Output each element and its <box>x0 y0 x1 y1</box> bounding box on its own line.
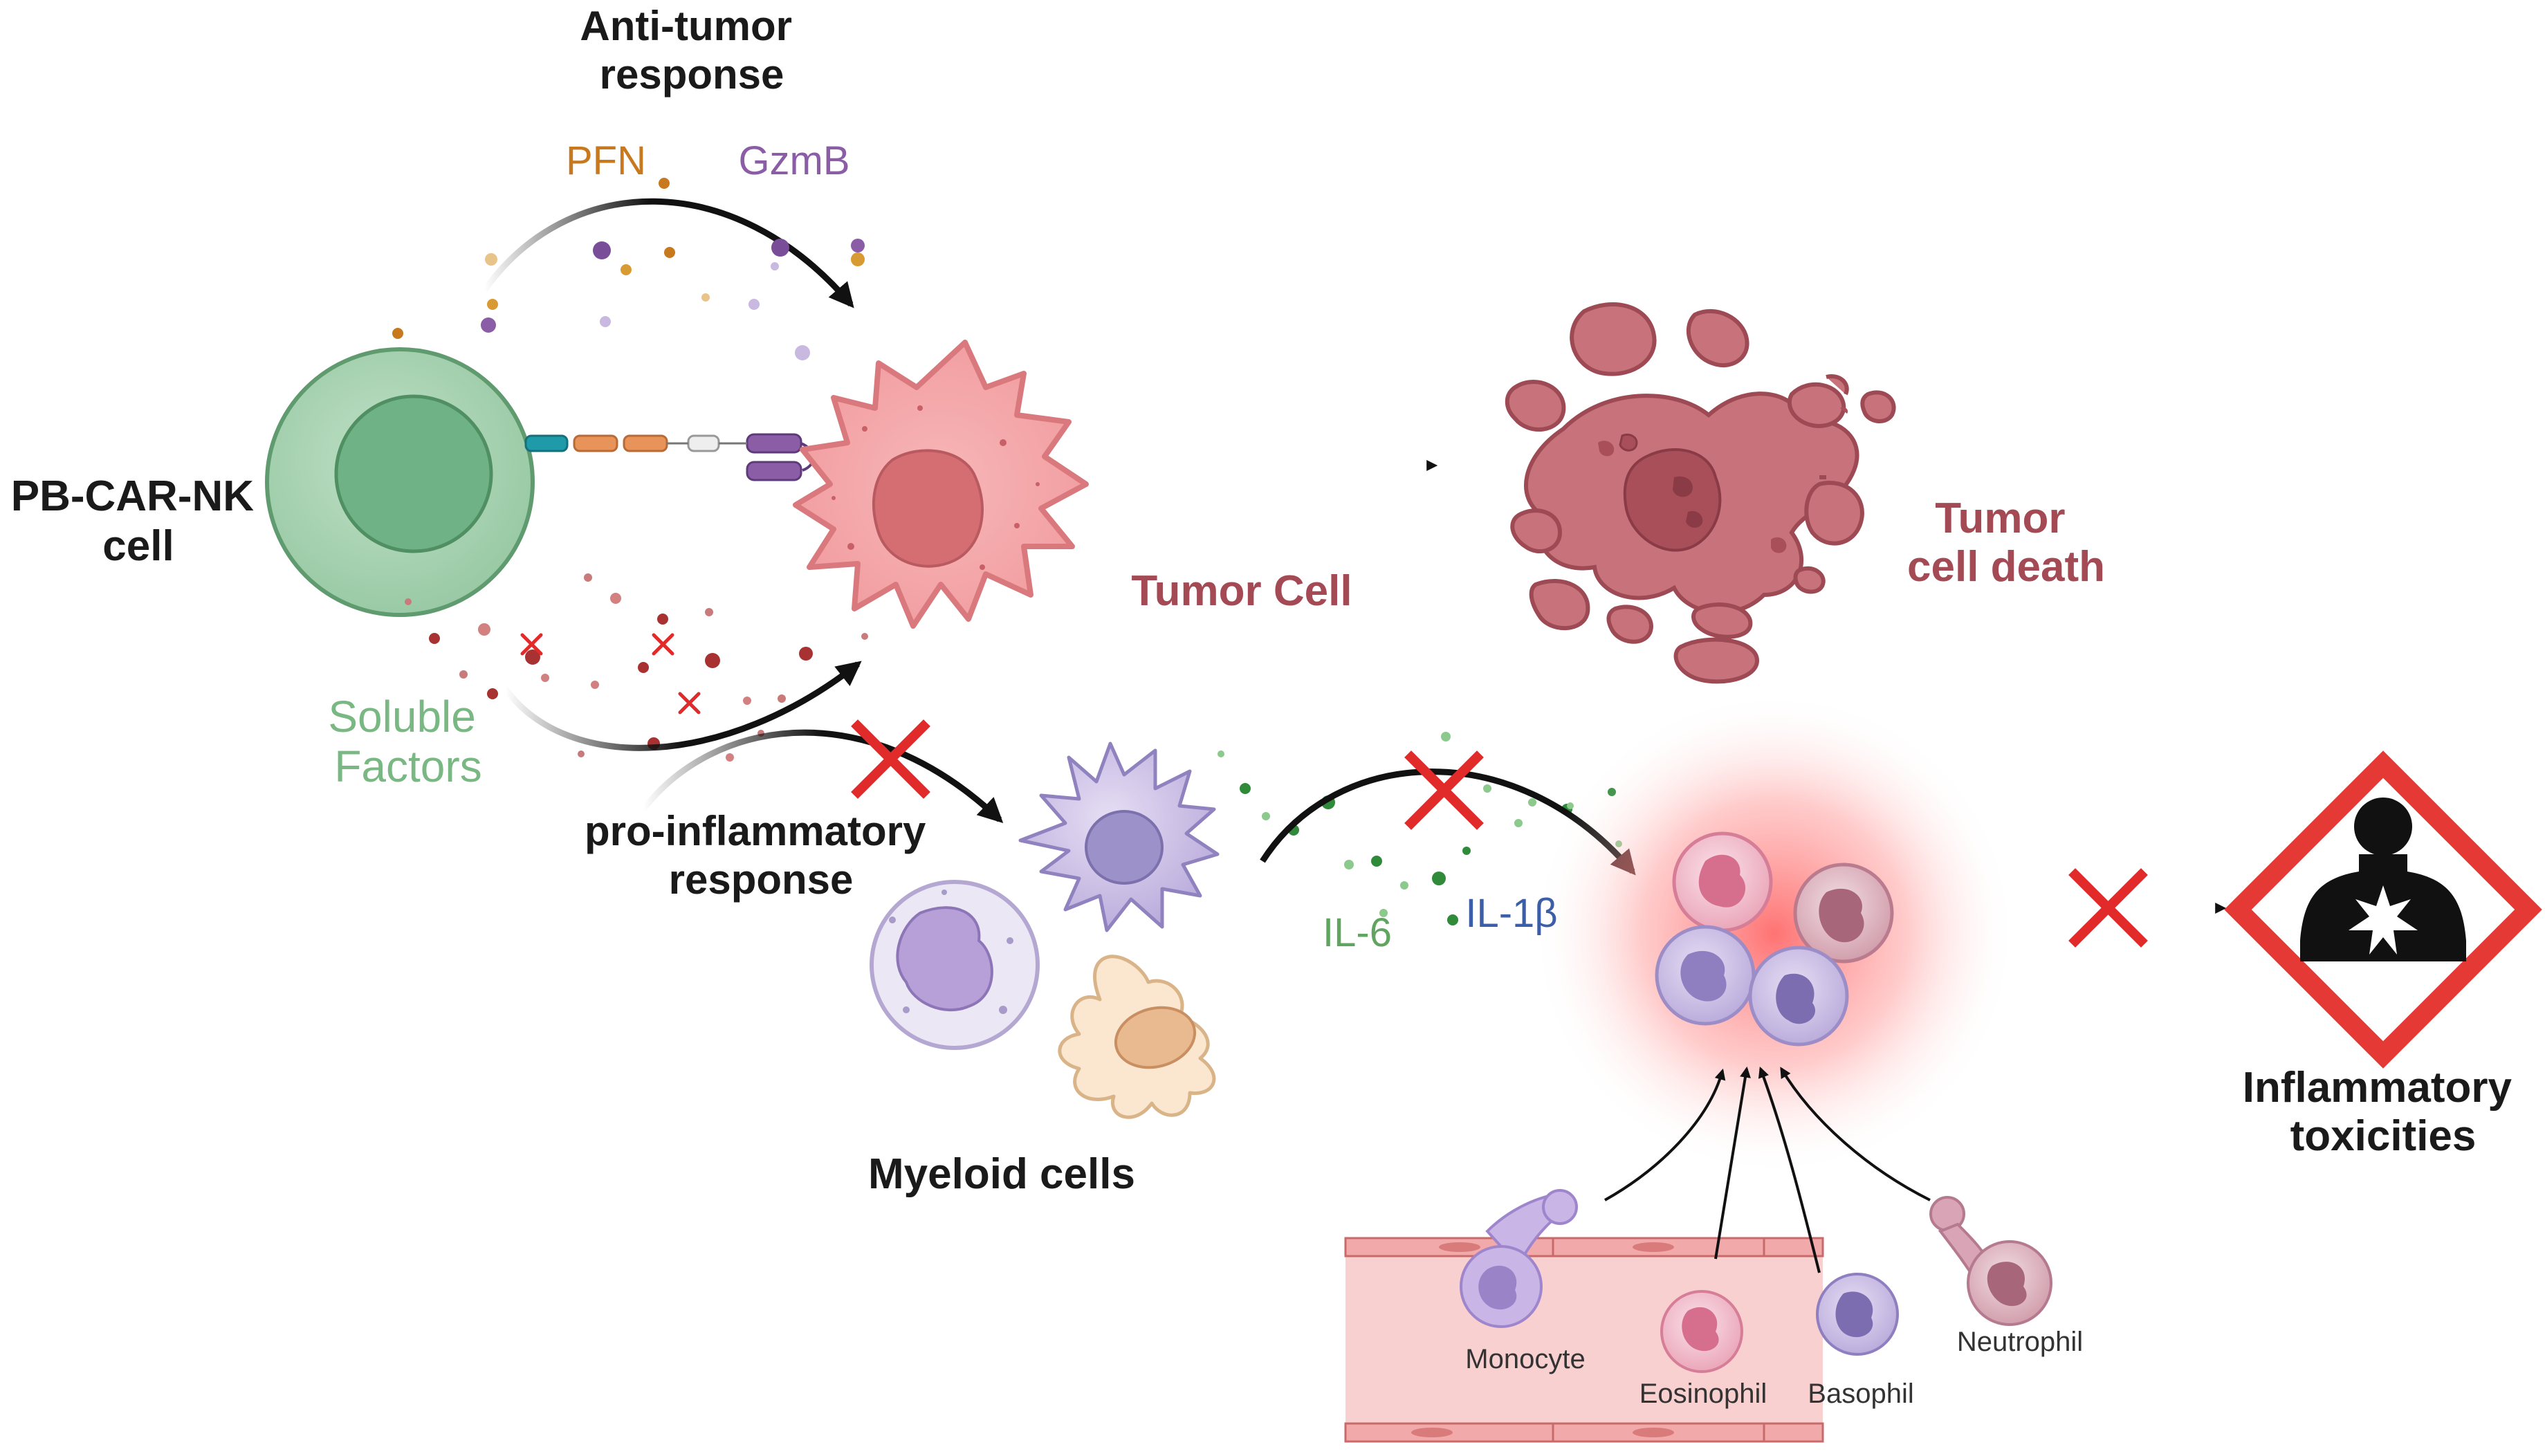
anti-tumor-title: Anti-tumor response <box>580 3 803 98</box>
monocyte-icon <box>1460 1189 1578 1328</box>
il6-label: IL-6 <box>1323 910 1392 955</box>
hazard-toxicity-icon <box>2224 750 2542 1069</box>
pb-car-nk-label: PB-CAR-NK cell <box>11 472 266 570</box>
tumor-cell-icon <box>793 340 1089 629</box>
blocked-cross-icon <box>851 719 930 799</box>
proinflammatory-label: pro-inflammatory response <box>585 808 937 903</box>
soluble-to-tumor-arrow <box>502 661 862 751</box>
granulocyte-icon <box>1655 831 1894 1047</box>
recruitment-arrows <box>1604 1066 1931 1273</box>
soluble-factor-particles <box>405 573 868 762</box>
basophil-label: Basophil <box>1808 1379 1913 1409</box>
car-receptor-icon <box>524 433 815 481</box>
pfn-label: PFN <box>566 138 646 183</box>
basophil-icon <box>1816 1273 1899 1356</box>
il1b-label: IL-1β <box>1465 891 1557 936</box>
neutrophil-icon <box>1929 1196 2052 1326</box>
soluble-factors-label: Soluble Factors <box>328 692 488 791</box>
monocyte-label: Monocyte <box>1465 1344 1585 1374</box>
macrophage-icon <box>1058 955 1216 1119</box>
gzmb-label: GzmB <box>738 138 849 183</box>
blocked-cross-icon <box>2068 868 2148 948</box>
granulocyte-icon <box>870 880 1040 1050</box>
nk-cell-icon <box>265 347 535 617</box>
blood-vessel-icon <box>1344 1237 1824 1443</box>
tumor-death-label: Tumor cell death <box>1907 495 2105 591</box>
dead-tumor-cell-icon <box>1505 302 1896 684</box>
eosinophil-icon <box>1660 1290 1743 1373</box>
blocked-cross-icon <box>1404 750 1484 830</box>
blocked-cross-icon <box>520 633 701 715</box>
dendritic-cell-icon <box>1018 741 1220 932</box>
inflammation-glow <box>1532 692 2016 1176</box>
proinflam-arrow <box>641 729 1004 823</box>
inflammatory-toxicities-label: Inflammatory toxicities <box>2243 1064 2524 1160</box>
tumor-cell-label: Tumor Cell <box>1131 567 1352 615</box>
neutrophil-label: Neutrophil <box>1957 1327 2083 1357</box>
anti-tumor-arrow <box>481 198 854 308</box>
pfn-gzmb-particles <box>392 178 865 360</box>
eosinophil-label: Eosinophil <box>1639 1379 1767 1409</box>
myeloid-cells-label: Myeloid cells <box>868 1150 1135 1198</box>
